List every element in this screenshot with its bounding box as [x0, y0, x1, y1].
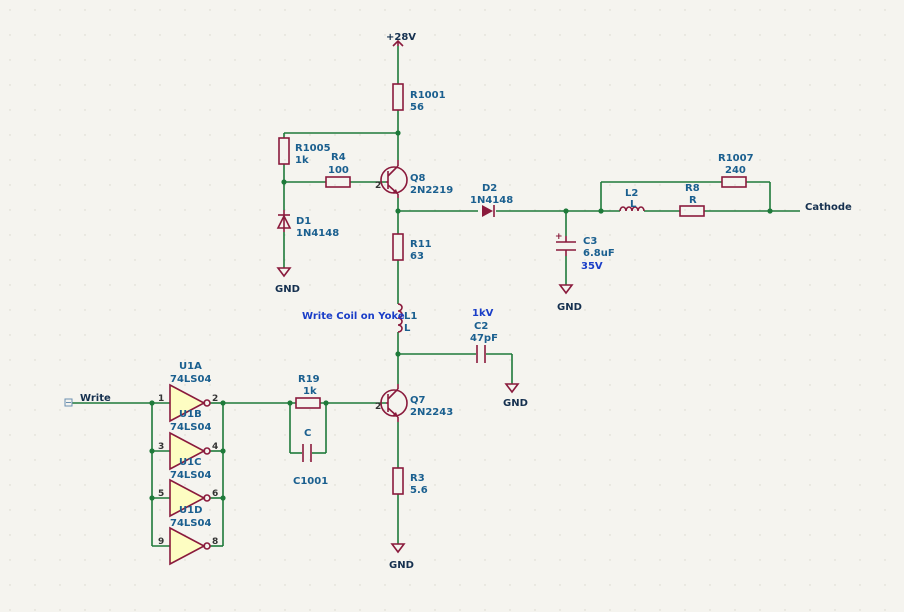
value-label: 1k: [295, 155, 309, 166]
value-label: L: [404, 323, 411, 334]
write-net-label: Write: [80, 393, 111, 404]
junction-dots: [149, 130, 773, 501]
value-label: 6.8uF: [583, 248, 615, 259]
ref-label: R8: [685, 183, 700, 194]
value-label: 74LS04: [170, 374, 211, 385]
pin-number: 6: [212, 489, 218, 499]
resistor-r3[interactable]: R3 5.6: [392, 467, 428, 496]
resistor-r19[interactable]: R19 1k: [295, 374, 321, 409]
value-label: 2N2219: [410, 185, 453, 196]
ref-label: U1D: [179, 505, 202, 516]
cathode-net-label: Cathode: [805, 202, 852, 213]
ref-label: C3: [583, 236, 597, 247]
base-pin-number: 2: [375, 181, 381, 191]
pin-number: 8: [212, 537, 218, 547]
gnd-symbol-c3: GND: [557, 284, 582, 313]
base-pin-number: 2: [375, 402, 381, 412]
transistor-q8[interactable]: 2 Q8 2N2219: [375, 160, 453, 198]
gnd-label: GND: [275, 284, 300, 295]
ref-label: C1001: [293, 476, 328, 487]
inverter-u1c[interactable]: 5 6 U1C 74LS04: [158, 457, 218, 518]
resistor-r4[interactable]: R4 100: [325, 152, 351, 188]
value-label: 74LS04: [170, 518, 211, 529]
resistor-r11[interactable]: R11 63: [392, 233, 432, 262]
capacitor-c3[interactable]: + C3 6.8uF 35V: [555, 232, 615, 272]
resistor-r1007[interactable]: R1007 240: [718, 153, 754, 188]
rating-label: 1kV: [472, 308, 494, 319]
pin-number: 5: [158, 489, 164, 499]
ref-label: D1: [296, 216, 311, 227]
transistor-q7[interactable]: 2 Q7 2N2243: [375, 384, 453, 422]
ref-label: U1B: [179, 409, 202, 420]
ref-label: Q8: [410, 173, 426, 184]
gnd-label: GND: [557, 302, 582, 313]
value-label: 74LS04: [170, 422, 211, 433]
pin-number: 4: [212, 442, 218, 452]
supply-net-label: +28V: [386, 32, 416, 43]
pin-number: 2: [212, 394, 218, 404]
write-coil-note: Write Coil on Yoke: [302, 311, 405, 322]
value-label: 63: [410, 251, 424, 262]
value-label: 74LS04: [170, 470, 211, 481]
supply-symbol: +28V: [386, 32, 416, 47]
pin-number: 9: [158, 537, 164, 547]
ref-label: D2: [482, 183, 497, 194]
value-label: 240: [725, 165, 746, 176]
gnd-label: GND: [503, 398, 528, 409]
value-label: 1N4148: [470, 195, 513, 206]
pin-number: 1: [158, 394, 164, 404]
value-label: 2N2243: [410, 407, 453, 418]
resistor-r1005[interactable]: R1005 1k: [278, 137, 331, 166]
diode-d1[interactable]: D1 1N4148: [276, 210, 339, 239]
ref-label: R11: [410, 239, 432, 250]
value-label: 100: [328, 165, 349, 176]
capacitor-c1001[interactable]: C C1001: [293, 428, 328, 487]
value-label: 5.6: [410, 485, 428, 496]
background-grid: [9, 9, 886, 611]
ref-label: L2: [625, 188, 638, 199]
value-label: 56: [410, 102, 424, 113]
diode-d2[interactable]: D2 1N4148: [470, 183, 513, 217]
inductor-l2[interactable]: L2 L: [619, 188, 645, 212]
ref-label: U1A: [179, 361, 202, 372]
inverter-u1b[interactable]: 3 4 U1B 74LS04: [158, 409, 218, 471]
ref-label: R1007: [718, 153, 754, 164]
value-label: 47pF: [470, 333, 498, 344]
value-label: C: [304, 428, 311, 439]
ref-label: C2: [474, 321, 488, 332]
rating-label: 35V: [581, 261, 603, 272]
gnd-symbol-r3: GND: [389, 543, 414, 571]
ref-label: R3: [410, 473, 425, 484]
capacitor-c2[interactable]: 1kV C2 47pF: [470, 308, 498, 363]
ref-label: R1005: [295, 143, 331, 154]
inverter-u1a[interactable]: 1 2 U1A 74LS04: [158, 361, 218, 423]
value-label: 1k: [303, 386, 317, 397]
value-label: L: [630, 199, 637, 210]
gnd-symbol-d1: GND: [275, 267, 300, 295]
ref-label: R19: [298, 374, 320, 385]
value-label: 1N4148: [296, 228, 339, 239]
svg-text:+: +: [555, 232, 563, 242]
inverter-u1d[interactable]: 9 8 U1D 74LS04: [158, 505, 218, 566]
ref-label: Q7: [410, 395, 426, 406]
ref-label: R1001: [410, 90, 446, 101]
wires: [72, 46, 800, 547]
write-input-port[interactable]: Write: [64, 393, 111, 407]
resistor-r8[interactable]: R8 R: [679, 183, 705, 217]
pin-number: 3: [158, 442, 164, 452]
ref-label: U1C: [179, 457, 201, 468]
ref-label: L1: [404, 311, 417, 322]
resistor-r1001[interactable]: R1001 56: [392, 83, 446, 113]
value-label: R: [689, 195, 697, 206]
ref-label: R4: [331, 152, 346, 163]
gnd-symbol-c2: GND: [503, 383, 528, 409]
inductor-l1[interactable]: L1 L: [397, 303, 417, 334]
gnd-label: GND: [389, 560, 414, 571]
